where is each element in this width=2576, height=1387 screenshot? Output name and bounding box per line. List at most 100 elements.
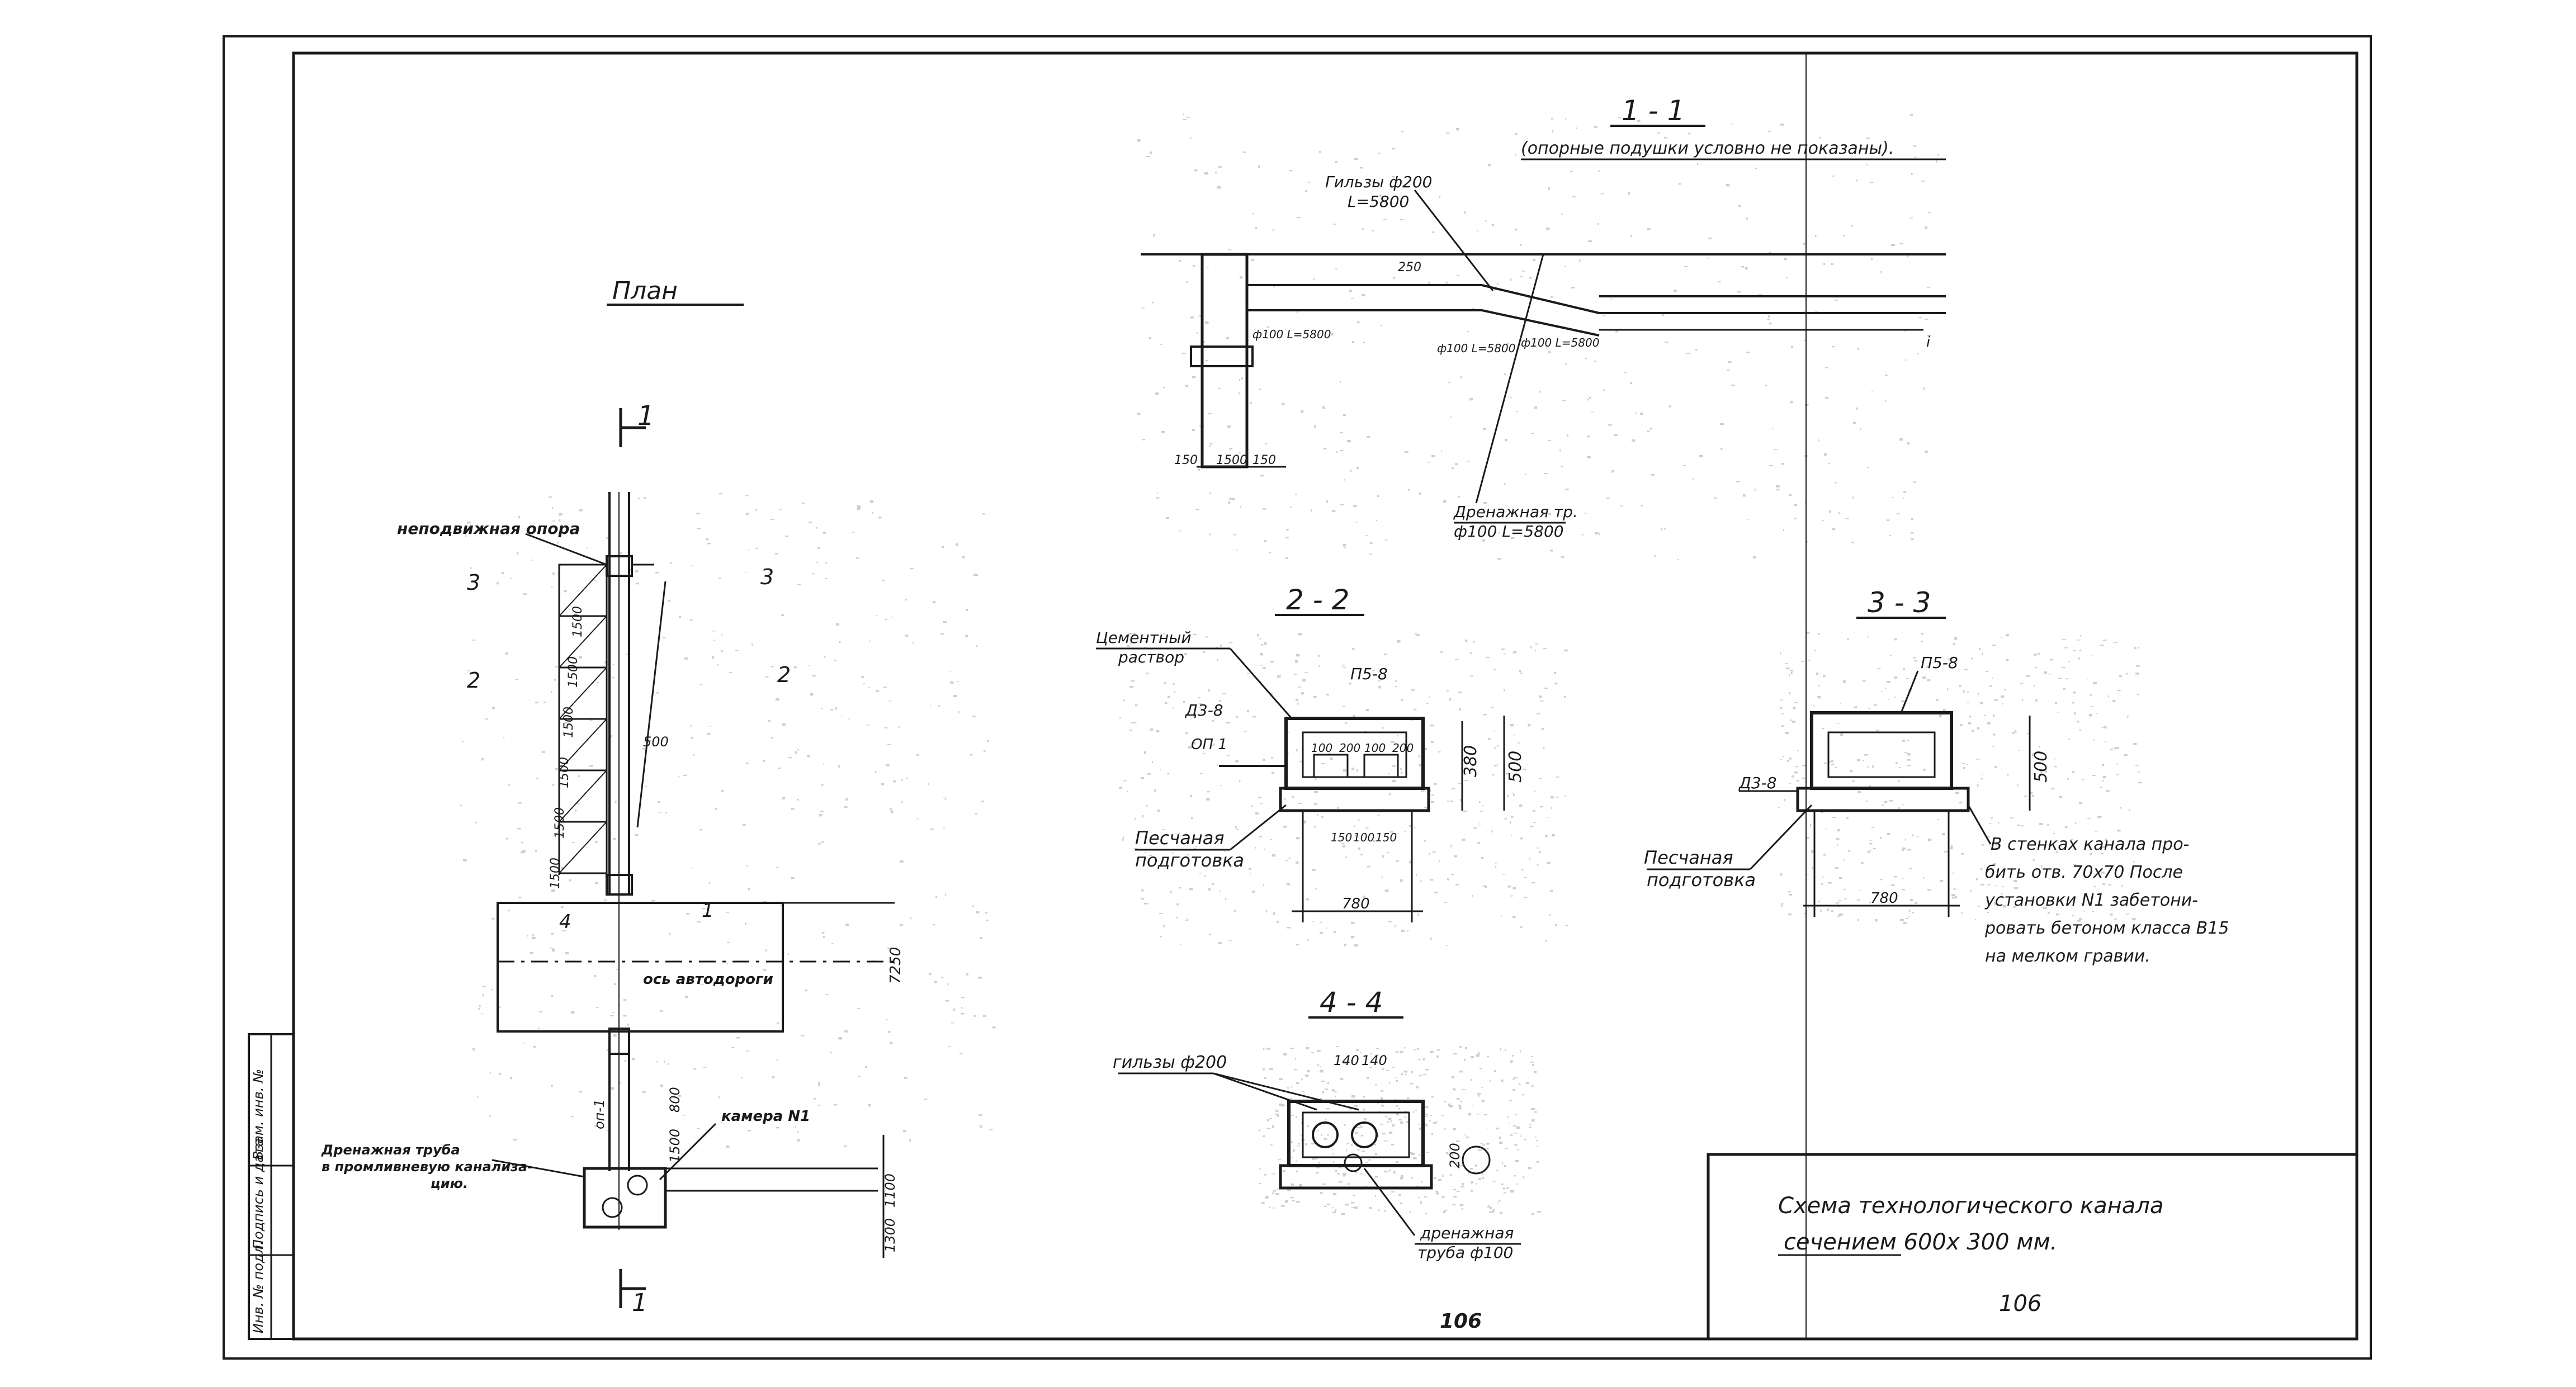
scan-speck bbox=[684, 657, 688, 660]
scan-speck bbox=[1899, 767, 1901, 769]
scan-speck bbox=[706, 538, 709, 541]
scan-speck bbox=[1130, 643, 1133, 645]
scan-speck bbox=[1373, 840, 1376, 842]
scan-speck bbox=[1135, 704, 1138, 707]
s22-op1: ОП 1 bbox=[1191, 736, 1227, 753]
scan-speck bbox=[1458, 496, 1460, 498]
scan-speck bbox=[1426, 703, 1429, 704]
scan-speck bbox=[1803, 243, 1806, 245]
scan-speck bbox=[1792, 775, 1794, 778]
scan-speck bbox=[1887, 519, 1890, 522]
scan-speck bbox=[1187, 854, 1189, 855]
scan-speck bbox=[1335, 1170, 1337, 1172]
scan-speck bbox=[2054, 766, 2057, 768]
scan-speck bbox=[772, 1076, 775, 1079]
scan-speck bbox=[1510, 278, 1512, 281]
scan-speck bbox=[1683, 465, 1686, 466]
scan-speck bbox=[1419, 764, 1421, 766]
scan-speck bbox=[1520, 837, 1523, 840]
scan-speck bbox=[1408, 489, 1410, 491]
scan-speck bbox=[965, 635, 968, 637]
scan-speck bbox=[825, 994, 829, 995]
scan-speck bbox=[1565, 118, 1567, 120]
scan-speck bbox=[1488, 1205, 1491, 1206]
scan-speck bbox=[1184, 653, 1187, 655]
scan-speck bbox=[1343, 1062, 1347, 1064]
scan-speck bbox=[1548, 351, 1551, 354]
scan-speck bbox=[1217, 186, 1221, 189]
scan-speck bbox=[2106, 790, 2110, 792]
scan-speck bbox=[1490, 1080, 1491, 1082]
scan-speck bbox=[1486, 1143, 1490, 1145]
scan-speck bbox=[523, 1043, 524, 1044]
stamp-number: 106 bbox=[1999, 1291, 2041, 1317]
scan-speck bbox=[564, 722, 568, 724]
scan-speck bbox=[1987, 836, 1990, 837]
scan-speck bbox=[1462, 1208, 1463, 1210]
s11-note: (опорные подушки условно не показаны). bbox=[1521, 139, 1894, 158]
scan-speck bbox=[1152, 302, 1154, 304]
scan-speck bbox=[551, 1085, 553, 1087]
scan-speck bbox=[934, 981, 937, 983]
scan-speck bbox=[1410, 1211, 1411, 1213]
scan-speck bbox=[2101, 727, 2104, 728]
scan-speck bbox=[1141, 777, 1145, 779]
scan-speck bbox=[632, 1058, 635, 1061]
s44-dim-1: 140 bbox=[1362, 1053, 1387, 1068]
scan-speck bbox=[1263, 667, 1266, 669]
scan-speck bbox=[1471, 1056, 1474, 1058]
scan-speck bbox=[710, 726, 711, 727]
scan-speck bbox=[886, 1019, 888, 1021]
scan-speck bbox=[1282, 1104, 1285, 1107]
scan-speck bbox=[1295, 494, 1297, 495]
scan-speck bbox=[1396, 1051, 1398, 1053]
scan-speck bbox=[1424, 807, 1428, 808]
scan-speck bbox=[606, 537, 608, 539]
scan-speck bbox=[857, 508, 861, 510]
scan-speck bbox=[1976, 759, 1980, 760]
scan-speck bbox=[1714, 498, 1717, 499]
scan-speck bbox=[1911, 518, 1913, 520]
scan-speck bbox=[555, 768, 558, 770]
scan-speck bbox=[611, 1087, 615, 1090]
scan-speck bbox=[2026, 675, 2030, 677]
scan-speck bbox=[885, 727, 888, 728]
scan-speck bbox=[845, 924, 849, 926]
scan-speck bbox=[1414, 709, 1417, 711]
scan-speck bbox=[1430, 938, 1432, 940]
scan-speck bbox=[2015, 730, 2017, 733]
scan-speck bbox=[1537, 1211, 1541, 1213]
scan-speck bbox=[636, 583, 639, 585]
scan-speck bbox=[1776, 489, 1780, 491]
scan-speck bbox=[1511, 816, 1514, 818]
scan-speck bbox=[1260, 665, 1263, 666]
scan-speck bbox=[1909, 910, 1911, 912]
scan-speck bbox=[1789, 894, 1793, 896]
scan-speck bbox=[791, 808, 795, 810]
scan-speck bbox=[1780, 652, 1781, 655]
scan-speck bbox=[549, 496, 552, 498]
scan-speck bbox=[1424, 1196, 1428, 1198]
scan-speck bbox=[1358, 848, 1360, 850]
scan-speck bbox=[1296, 1201, 1300, 1203]
scan-speck bbox=[1531, 1108, 1535, 1110]
scan-speck bbox=[1351, 1207, 1355, 1208]
scan-speck bbox=[748, 1130, 751, 1132]
scan-speck bbox=[1135, 818, 1137, 820]
scan-speck bbox=[1377, 815, 1380, 816]
scan-speck bbox=[1179, 887, 1181, 889]
scan-speck bbox=[1818, 696, 1821, 699]
scan-speck bbox=[607, 664, 609, 665]
scan-speck bbox=[1677, 559, 1679, 561]
scan-speck bbox=[2002, 703, 2003, 705]
scan-speck bbox=[1564, 266, 1566, 267]
scan-speck bbox=[2077, 640, 2081, 641]
s22-sand-2: подготовка bbox=[1135, 850, 1244, 871]
scan-speck bbox=[2035, 667, 2038, 669]
scan-speck bbox=[1363, 1109, 1365, 1111]
scan-speck bbox=[791, 877, 795, 879]
scan-speck bbox=[2081, 903, 2083, 905]
scan-speck bbox=[1164, 682, 1166, 684]
side-stamp: Инв. № подл. Подпись и дата Взам. инв. № bbox=[248, 1033, 295, 1340]
scan-speck bbox=[1822, 877, 1825, 878]
